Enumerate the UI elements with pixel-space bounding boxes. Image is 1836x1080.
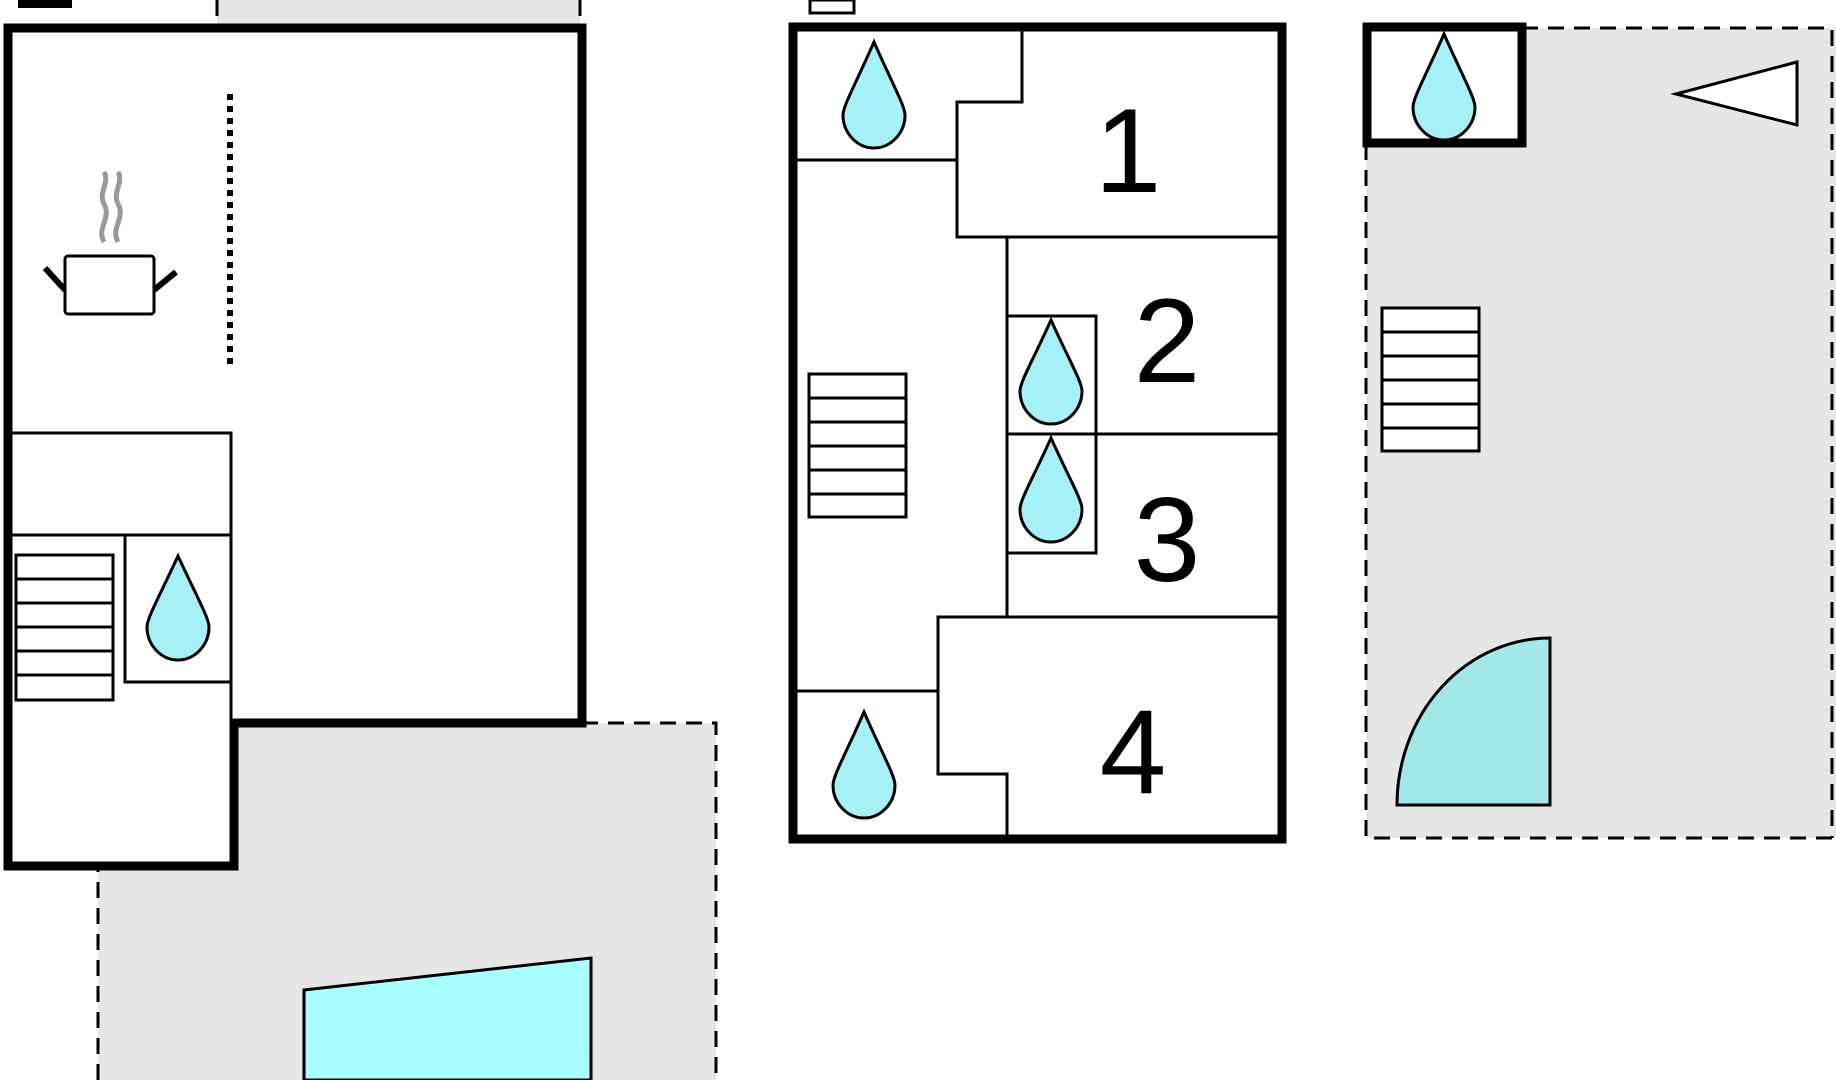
bathroom-cell-room-3: [1005, 432, 1098, 555]
top-small-box: [808, 0, 856, 15]
room-number-2: 2: [1134, 274, 1201, 408]
triangle-marker-icon: [1670, 60, 1799, 127]
stairs-icon: [1380, 306, 1481, 453]
right-outdoor-area: [1364, 26, 1836, 840]
door-swing-icon: [1395, 636, 1552, 807]
water-drop-icon: [831, 708, 897, 820]
water-drop-icon: [145, 552, 211, 662]
room-number-4: 4: [1100, 685, 1167, 819]
top-outdoor-fragment: [217, 0, 580, 26]
top-left-wall-fragment: [18, 0, 72, 8]
water-drop-icon: [841, 38, 907, 150]
room-1-wall: [955, 27, 1280, 239]
room-4-wall: [936, 615, 1280, 836]
room-number-3: 3: [1134, 473, 1201, 607]
pool-icon: [302, 956, 593, 1080]
water-drop-icon: [1018, 434, 1084, 544]
water-drop-icon: [1018, 316, 1084, 426]
cooking-pot-icon: [42, 170, 178, 316]
water-drop-icon: [1411, 30, 1477, 142]
stairs-icon: [807, 372, 908, 519]
room-number-1: 1: [1095, 84, 1162, 218]
bathroom-cell: [123, 533, 233, 684]
stairs-icon: [14, 553, 115, 702]
left-house: [3, 23, 587, 871]
